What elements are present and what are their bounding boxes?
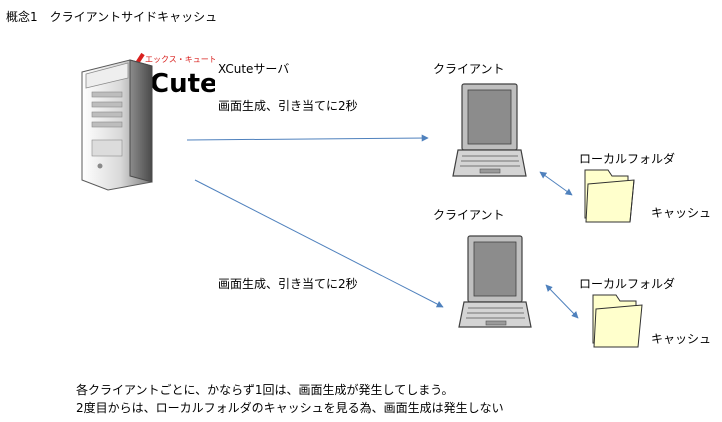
note-line-1: 各クライアントごとに、かならず1回は、画面生成が発生してしまう。 (76, 383, 454, 397)
cache-bottom-label: キャッシュ (651, 332, 712, 346)
bottom-arrow-label: 画面生成、引き当てに2秒 (218, 277, 358, 291)
server-tower-icon (81, 59, 153, 191)
folder-icon (592, 294, 643, 348)
folder-icon (584, 169, 635, 223)
laptop-icon (458, 235, 532, 328)
folder-bottom-label: ローカルフォルダ (579, 277, 676, 291)
client-bottom-label: クライアント (433, 208, 505, 222)
client-top-label: クライアント (433, 62, 505, 76)
folder-top-label: ローカルフォルダ (579, 152, 676, 166)
arrow-top-client-folder (539, 171, 573, 196)
arrow-bottom-client-folder (545, 284, 579, 319)
server-label: XCuteサーバ (218, 62, 290, 76)
logo-sub-text: エックス・キュート (145, 55, 215, 64)
page-title: 概念1 クライアントサイドキャッシュ (6, 10, 218, 24)
logo-cute-text: Cute (150, 69, 215, 96)
arrow-server-to-bottom-client (194, 179, 444, 308)
cache-top-label: キャッシュ (651, 206, 712, 220)
top-arrow-label: 画面生成、引き当てに2秒 (218, 99, 358, 113)
arrow-server-to-top-client (186, 134, 429, 142)
laptop-icon (452, 83, 527, 177)
note-line-2: 2度目からは、ローカルフォルダのキャッシュを見る為、画面生成は発生しない (76, 401, 504, 415)
